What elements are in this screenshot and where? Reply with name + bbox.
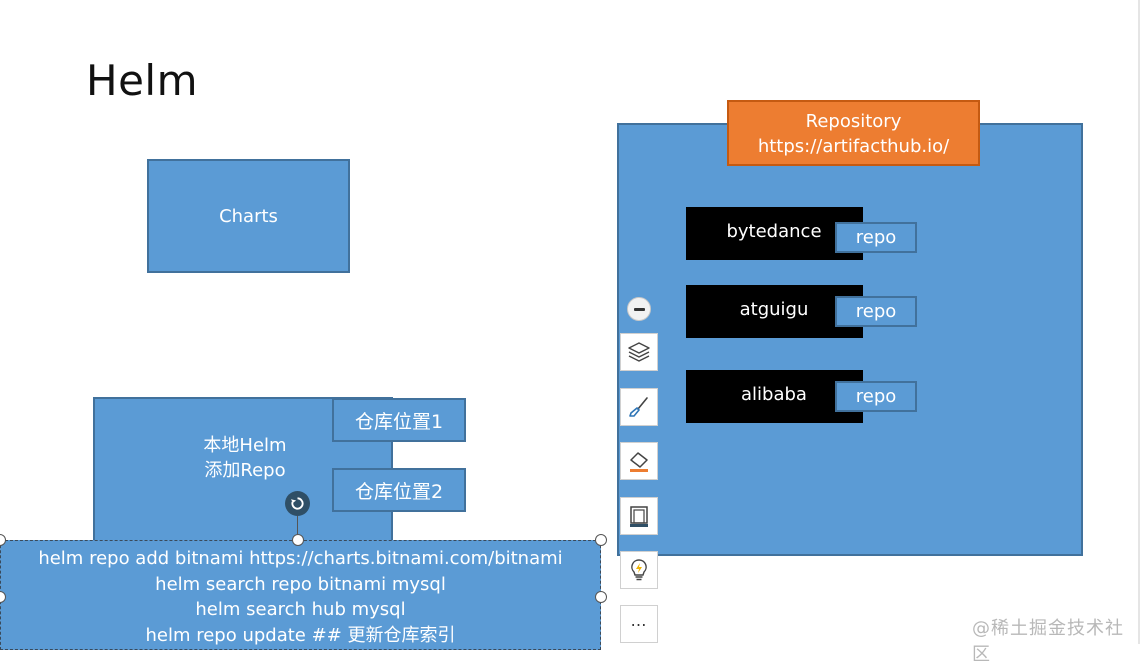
slide-right-edge — [1138, 0, 1140, 644]
repository-title: Repository — [805, 111, 902, 132]
watermark: @稀土掘金技术社区 — [972, 618, 1124, 665]
repository-title-box[interactable]: Repository https://artifacthub.io/ — [727, 100, 980, 166]
command-line: helm search repo bitnami mysql — [155, 573, 446, 595]
more-icon: … — [630, 610, 648, 630]
selection-handle-middle-right[interactable] — [595, 591, 607, 603]
outline-icon — [630, 506, 648, 527]
local-helm-line-1: 本地Helm — [203, 435, 287, 456]
repository-url: https://artifacthub.io/ — [757, 136, 950, 157]
brush-icon — [629, 397, 648, 417]
command-line: helm search hub mysql — [195, 599, 406, 620]
local-helm-line-2: 添加Repo — [204, 460, 286, 481]
selection-handle-top-right[interactable] — [595, 534, 607, 546]
repo-location-2-label: 仓库位置2 — [354, 480, 444, 503]
repo-location-1-label: 仓库位置1 — [354, 410, 444, 433]
commands-text-box[interactable]: helm repo add bitnami https://charts.bit… — [0, 540, 601, 650]
repo-tag-alibaba[interactable]: repo — [835, 381, 917, 412]
fill-color-button[interactable] — [620, 442, 658, 480]
rotate-handle-stem — [297, 516, 298, 540]
repo-tag-label: repo — [855, 227, 897, 248]
org-name: bytedance — [726, 221, 822, 242]
repo-location-1-box[interactable]: 仓库位置1 — [332, 398, 466, 442]
selection-handle-top-middle[interactable] — [292, 534, 304, 546]
org-name: atguigu — [739, 299, 809, 320]
more-options-button[interactable]: … — [620, 605, 658, 643]
outline-button[interactable] — [620, 497, 658, 535]
org-box-alibaba[interactable]: alibaba — [686, 370, 863, 423]
rotate-arrow-icon — [290, 497, 304, 510]
layers-icon — [628, 342, 650, 362]
lightbulb-icon — [631, 559, 647, 581]
repo-tag-label: repo — [855, 386, 897, 407]
rotate-handle-icon[interactable] — [285, 491, 310, 516]
design-ideas-button[interactable] — [620, 551, 658, 589]
repo-tag-bytedance[interactable]: repo — [835, 222, 917, 253]
repo-tag-atguigu[interactable]: repo — [835, 296, 917, 327]
org-box-bytedance[interactable]: bytedance — [686, 207, 863, 260]
collapse-icon[interactable] — [627, 297, 651, 321]
charts-label: Charts — [219, 205, 278, 227]
fill-icon — [630, 452, 648, 472]
slide-title[interactable]: Helm — [86, 56, 199, 105]
charts-box[interactable]: Charts — [147, 159, 350, 273]
org-name: alibaba — [741, 384, 807, 405]
style-brush-button[interactable] — [620, 388, 658, 426]
layers-button[interactable] — [620, 333, 658, 371]
command-line: helm repo add bitnami https://charts.bit… — [38, 548, 563, 569]
org-box-atguigu[interactable]: atguigu — [686, 285, 863, 338]
repo-location-2-box[interactable]: 仓库位置2 — [332, 468, 466, 512]
repo-tag-label: repo — [855, 301, 897, 322]
local-helm-label: 本地Helm 添加Repo — [95, 433, 395, 483]
command-line: helm repo update ## 更新仓库索引 — [145, 624, 456, 646]
repository-container[interactable] — [617, 123, 1083, 556]
